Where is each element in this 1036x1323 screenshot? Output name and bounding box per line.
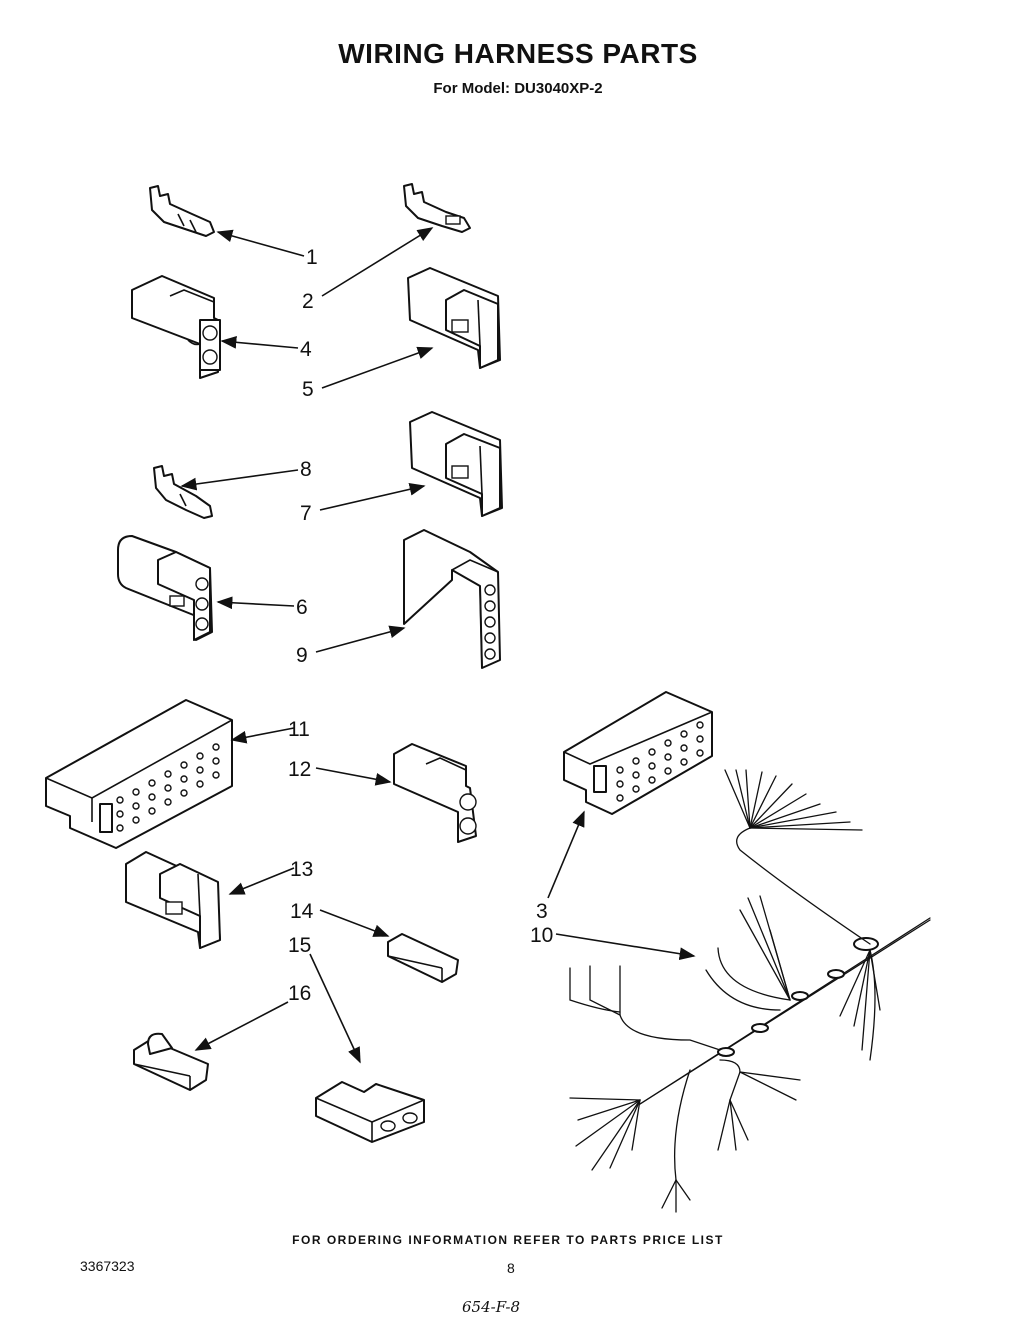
part-14-clip: [387, 933, 459, 983]
part-9-housing: [403, 529, 501, 669]
part-5-connector: [407, 267, 501, 369]
callout-1: 1: [306, 246, 318, 269]
callout-labels: 1 2 4 5 8 7 6 9 11 12 13 14 15 16 3 10: [288, 246, 553, 1005]
callout-4: 4: [300, 338, 312, 361]
callout-6: 6: [296, 596, 308, 619]
part-3-multi-connector: [563, 691, 713, 815]
callout-11: 11: [288, 718, 310, 741]
part-15-terminal-block: [315, 1081, 425, 1143]
callout-12: 12: [288, 758, 311, 781]
callout-8: 8: [300, 458, 312, 481]
model-subtitle: For Model: DU3040XP-2: [433, 80, 603, 97]
part-6-connector: [117, 535, 213, 641]
document-number: 3367323: [80, 1258, 135, 1274]
page-number: 8: [507, 1260, 515, 1276]
ordering-info-note: FOR ORDERING INFORMATION REFER TO PARTS …: [292, 1233, 724, 1247]
callout-14: 14: [290, 900, 314, 923]
part-1-terminal: [149, 185, 215, 237]
callout-7: 7: [300, 502, 312, 525]
callout-3: 3: [536, 900, 548, 923]
part-10-wiring-harness: [569, 769, 931, 1213]
part-7-connector: [409, 411, 503, 517]
part-13-connector: [125, 851, 221, 949]
callout-10: 10: [530, 924, 553, 947]
part-8-terminal: [153, 465, 213, 519]
callout-9: 9: [296, 644, 308, 667]
callout-13: 13: [290, 858, 313, 881]
callout-16: 16: [288, 982, 311, 1005]
part-2-terminal: [403, 183, 471, 233]
page-title: WIRING HARNESS PARTS: [338, 38, 698, 69]
part-16-clip: [133, 1032, 209, 1091]
callout-15: 15: [288, 934, 311, 957]
callout-leaders: [180, 227, 696, 1064]
handwritten-note: 654-F-8: [462, 1298, 521, 1316]
part-12-connector: [393, 743, 477, 843]
callout-5: 5: [302, 378, 314, 401]
part-11-multi-connector: [45, 699, 233, 849]
callout-2: 2: [302, 290, 314, 313]
part-4-connector: [131, 275, 221, 379]
